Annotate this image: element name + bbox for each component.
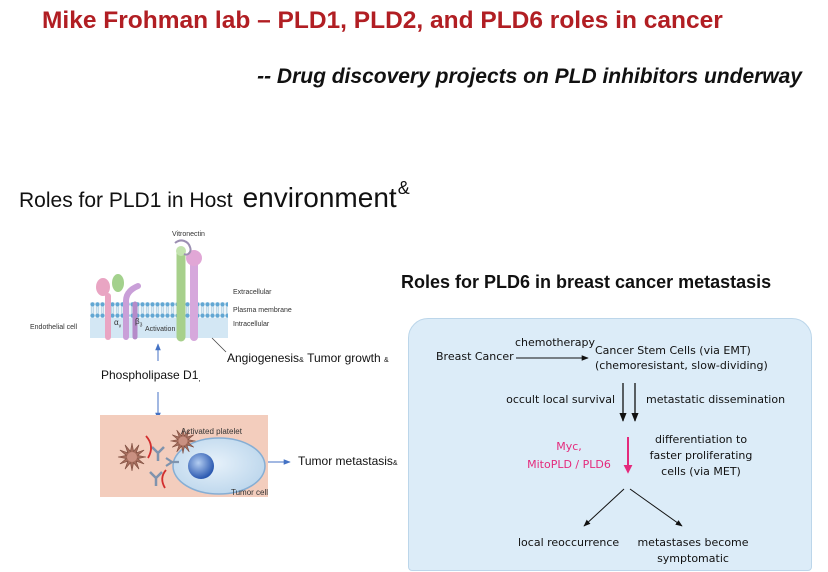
integrin-beta-label: β3 xyxy=(135,317,143,329)
slide-subtitle: -- Drug discovery projects on PLD inhibi… xyxy=(257,65,802,88)
platelet-1 xyxy=(117,442,147,472)
extracellular-label: Extracellular xyxy=(233,289,272,296)
pld6-driver-label: Myc, MitoPLD / PLD6 xyxy=(514,438,624,474)
pld1-heading-mark: & xyxy=(397,178,410,198)
symptomatic-arrow-icon xyxy=(629,488,683,527)
differentiation-line-2: faster proliferating xyxy=(649,449,753,462)
binding-arc-2 xyxy=(161,469,167,489)
occult-local-survival-label: occult local survival xyxy=(506,393,615,406)
slide-title: Mike Frohman lab – PLD1, PLD2, and PLD6 … xyxy=(42,7,723,34)
enzyme-mark: , xyxy=(198,374,201,383)
integrin-alpha-label: αv xyxy=(114,318,122,330)
tumor-cell-body xyxy=(172,437,266,495)
enzyme-name: Phospholipase D1 xyxy=(101,368,199,382)
angiogenesis-growth-label: Angiogenesis& Tumor growth & xyxy=(227,351,389,368)
reoccurrence-arrow-icon xyxy=(583,488,625,527)
pld6-flowchart-panel xyxy=(408,318,812,571)
receptor-y-1 xyxy=(151,446,165,461)
tumor-cell-label: Tumor cell xyxy=(231,488,269,497)
platelet-2 xyxy=(170,428,196,454)
tumor-growth-mark: & xyxy=(384,357,389,364)
cancer-stem-cells-node: Cancer Stem Cells (via EMT) xyxy=(595,344,751,357)
alpha-symbol: α xyxy=(114,318,119,327)
platelet-tumor-illustration xyxy=(100,415,268,497)
activation-label: Activation xyxy=(145,326,176,333)
differentiation-label: differentiation to faster proliferating … xyxy=(636,432,766,480)
integrin-illustration xyxy=(96,274,141,340)
metastases-line-2: symptomatic xyxy=(657,552,729,565)
beta-subscript: 3 xyxy=(139,322,143,329)
angiogenesis-text: Angiogenesis xyxy=(227,351,300,365)
metastatic-dissemination-label: metastatic dissemination xyxy=(646,393,786,406)
myc-text: Myc, xyxy=(556,440,582,453)
receptor-y-2 xyxy=(149,471,163,486)
chemotherapy-label: chemotherapy xyxy=(515,336,596,349)
metastases-symptomatic-node: metastases become symptomatic xyxy=(628,535,758,567)
breast-cancer-node: Breast Cancer xyxy=(436,350,514,363)
endothelial-cell-label: Endothelial cell xyxy=(30,324,78,331)
tumor-metastasis-label: Tumor metastasis& xyxy=(298,454,398,471)
local-reoccurrence-node: local reoccurrence xyxy=(518,536,620,549)
pld1-heading-text: Roles for PLD1 in Host xyxy=(19,189,233,212)
tumor-metastasis-mark: & xyxy=(392,460,398,467)
pld1-section-heading: Roles for PLD1 in Host environment& xyxy=(19,178,410,217)
pld6-section-heading: Roles for PLD6 in breast cancer metastas… xyxy=(401,272,772,292)
differentiation-line-3: cells (via MET) xyxy=(661,465,741,478)
tumor-metastasis-text: Tumor metastasis xyxy=(298,454,393,468)
vitronectin-label: Vitronectin xyxy=(172,231,205,238)
plasma-membrane-label: Plasma membrane xyxy=(233,307,292,314)
beta-symbol: β xyxy=(135,317,140,326)
alpha-subscript: v xyxy=(118,323,122,330)
binding-arc-1 xyxy=(145,435,152,459)
angiogenesis-leader-line xyxy=(211,337,227,353)
cancer-stem-cells-note: (chemoresistant, slow-dividing) xyxy=(595,359,768,372)
tumor-growth-text: Tumor growth xyxy=(307,351,381,365)
differentiation-line-1: differentiation to xyxy=(654,433,748,446)
metastases-line-1: metastases become xyxy=(637,536,749,549)
vitronectin-receptor-illustration xyxy=(174,239,202,342)
activated-platelet-label: Activated platelet xyxy=(181,427,242,436)
intracellular-label: Intracellular xyxy=(233,321,270,328)
phospholipase-d1-label: Phospholipase D1, xyxy=(101,368,201,384)
angiogenesis-mark: & xyxy=(299,357,304,364)
receptor-y-3 xyxy=(165,457,179,467)
mitopld-text: MitoPLD / PLD6 xyxy=(527,458,611,471)
tumor-cell-nucleus xyxy=(188,453,214,479)
pld1-heading-emphasis: environment xyxy=(242,182,397,213)
vitronectin-strand xyxy=(174,239,192,256)
